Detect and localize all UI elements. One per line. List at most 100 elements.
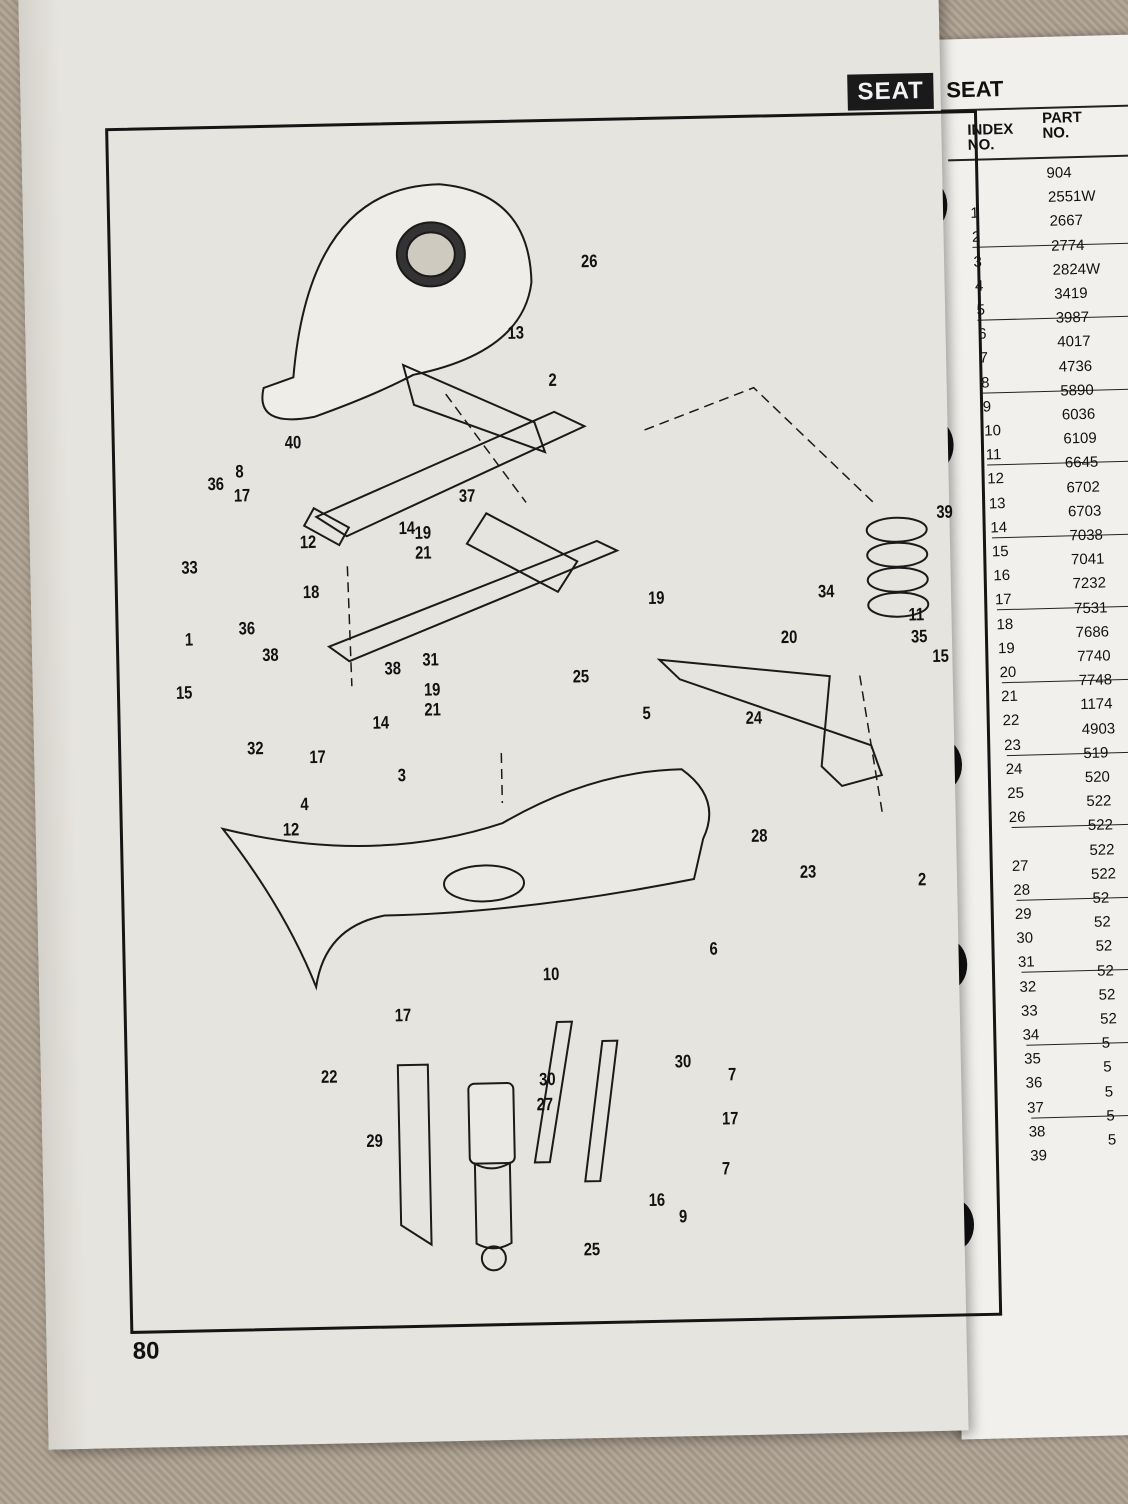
group-divider — [992, 531, 1128, 539]
group-divider — [982, 386, 1128, 394]
part-number-cell: 6703 — [1067, 502, 1102, 521]
part-number-cell: 2774 — [1050, 236, 1085, 255]
shock-drawing — [467, 1081, 516, 1272]
part-number-cell: 52 — [1098, 986, 1116, 1004]
table-title: SEAT — [945, 75, 1004, 103]
index-cell: 39 — [1030, 1147, 1048, 1165]
callout-label: 25 — [583, 1239, 601, 1260]
part-number-cell: 6702 — [1066, 478, 1101, 497]
spring-drawing — [865, 516, 930, 618]
callout-label: 17 — [721, 1108, 739, 1129]
callout-label: 3 — [397, 765, 407, 786]
callout-label: 17 — [233, 485, 251, 506]
fender-drawing — [220, 768, 711, 991]
callout-label: 30 — [538, 1068, 556, 1090]
callout-label: 4 — [300, 794, 309, 815]
callout-label: 17 — [394, 1004, 412, 1026]
callout-label: 26 — [580, 250, 598, 272]
part-number-cell: 904 — [1046, 164, 1072, 182]
callout-label: 2 — [548, 369, 557, 390]
callout-label: 14 — [372, 712, 390, 733]
callout-label: 36 — [207, 473, 225, 495]
callout-label: 15 — [175, 682, 193, 703]
part-number-cell: 2551W — [1047, 187, 1096, 207]
part-number-cell: 4736 — [1058, 357, 1093, 376]
index-cell: 17 — [994, 591, 1012, 609]
index-cell: 27 — [1011, 857, 1029, 875]
callout-label: 36 — [238, 618, 256, 639]
part-number-cell: 5 — [1103, 1058, 1112, 1077]
part-number-cell: 6109 — [1063, 429, 1097, 448]
index-cell: 31 — [1017, 953, 1035, 972]
index-cell: 15 — [991, 542, 1009, 561]
callout-label: 39 — [936, 501, 953, 522]
part-number-cell: 519 — [1083, 744, 1109, 762]
callout-label: 14 — [398, 517, 416, 539]
part-number-cell: 52 — [1092, 889, 1110, 907]
part-number-cell: 1174 — [1080, 695, 1113, 714]
index-cell: 30 — [1016, 929, 1034, 948]
callout-label: 38 — [384, 658, 402, 679]
part-number-cell: 522 — [1089, 840, 1115, 859]
callout-label: 15 — [932, 645, 949, 666]
index-cell: 38 — [1028, 1123, 1046, 1141]
manual-page: SEAT — [18, 0, 1003, 1450]
part-number-cell: 520 — [1084, 768, 1111, 787]
section-badge: SEAT — [847, 72, 935, 111]
index-cell: 14 — [990, 518, 1008, 537]
callout-label: 7 — [721, 1158, 731, 1179]
part-number-cell: 3987 — [1055, 308, 1090, 327]
callout-label: 10 — [542, 963, 560, 985]
part-number-cell: 7740 — [1076, 647, 1111, 666]
callout-label: 12 — [299, 531, 317, 553]
part-number-cell: 2824W — [1052, 260, 1101, 279]
index-cell: 12 — [987, 470, 1005, 488]
callout-label: 9 — [678, 1206, 688, 1227]
callout-label: 19 — [423, 679, 441, 700]
callout-label: 21 — [414, 542, 432, 563]
callout-label: 25 — [572, 666, 590, 687]
index-cell: 35 — [1023, 1050, 1042, 1068]
luggage-rack-drawing — [656, 658, 884, 788]
callout-label: 20 — [780, 626, 798, 648]
index-cell: 23 — [1003, 736, 1022, 754]
index-cell: 34 — [1022, 1026, 1040, 1044]
callout-label: 2 — [917, 869, 927, 890]
callout-label: 37 — [458, 485, 476, 506]
part-number-cell: 7531 — [1073, 599, 1108, 617]
index-cell: 19 — [997, 639, 1015, 658]
header-part: PART NO. — [1041, 108, 1083, 142]
group-divider — [996, 603, 1128, 611]
callout-label: 8 — [235, 461, 244, 482]
frame-drawing — [302, 363, 620, 663]
group-divider — [1006, 748, 1128, 756]
callout-label: 13 — [507, 322, 525, 343]
index-cell: 28 — [1013, 881, 1031, 899]
part-number-cell: 5890 — [1060, 381, 1094, 400]
group-divider — [1016, 893, 1128, 901]
callout-label: 11 — [908, 604, 925, 625]
part-number-cell: 522 — [1087, 816, 1114, 835]
callout-label: 17 — [309, 746, 326, 768]
group-divider — [977, 313, 1128, 321]
part-number-cell: 5 — [1104, 1083, 1114, 1101]
part-number-cell: 522 — [1090, 865, 1117, 883]
index-cell: 25 — [1007, 784, 1025, 803]
callout-label: 16 — [648, 1189, 666, 1211]
index-cell: 37 — [1026, 1098, 1045, 1117]
callout-label: 32 — [246, 738, 264, 759]
part-number-cell: 7686 — [1075, 623, 1110, 642]
callout-label: 19 — [647, 587, 665, 608]
index-cell: 18 — [996, 615, 1014, 633]
callout-label: 28 — [750, 825, 768, 846]
callout-label: 12 — [282, 819, 300, 840]
part-number-cell: 5 — [1106, 1107, 1115, 1125]
callout-label: 27 — [536, 1094, 554, 1115]
part-number-cell: 4903 — [1081, 719, 1116, 738]
callout-label: 24 — [745, 707, 763, 728]
callout-label: 38 — [261, 644, 279, 666]
part-number-cell: 6036 — [1061, 405, 1096, 424]
index-cell: 9 — [982, 398, 992, 416]
callout-label: 30 — [674, 1051, 692, 1072]
leader-lines — [346, 386, 884, 816]
